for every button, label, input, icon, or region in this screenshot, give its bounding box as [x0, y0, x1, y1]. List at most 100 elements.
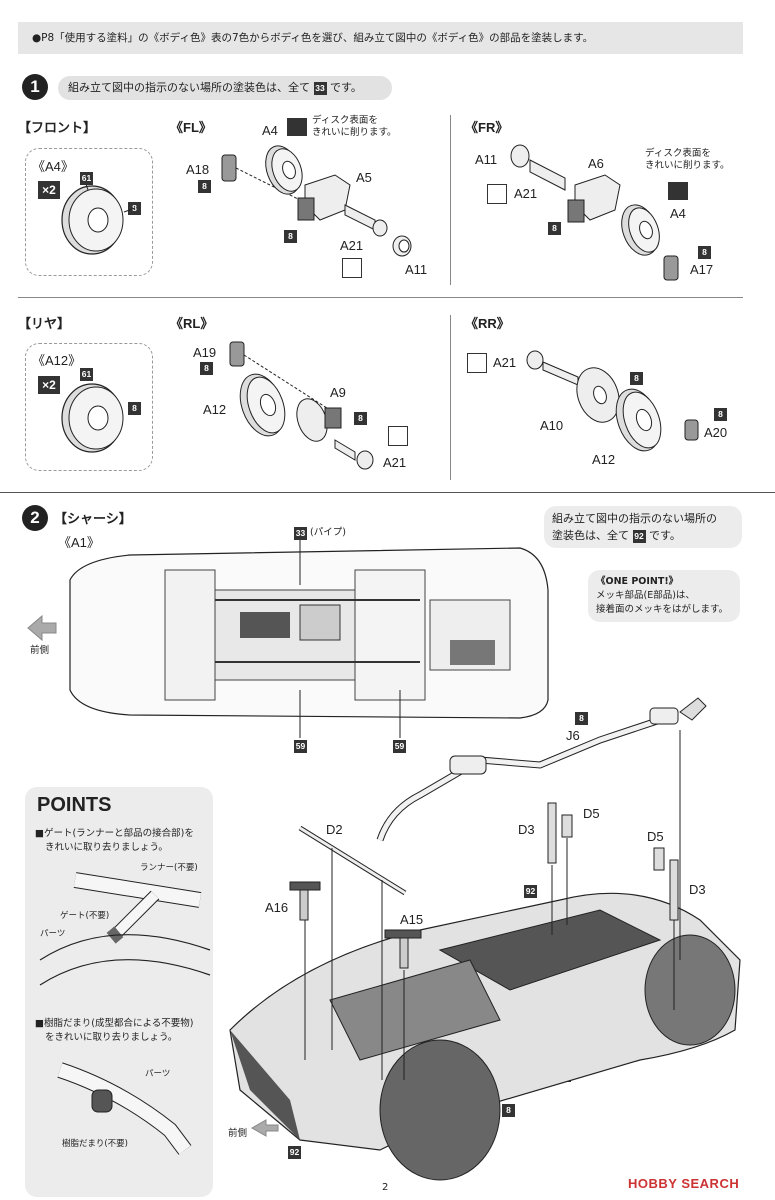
watermark: HOBBY SEARCH [628, 1176, 740, 1191]
step1-note-text: 組み立て図中の指示のない場所の塗装色は、全て [68, 81, 310, 94]
rr-a10-color: 8 [630, 372, 643, 385]
step2-note-line2: 塗装色は、全て [552, 529, 629, 542]
front-color-61: 61 [80, 172, 93, 185]
divider-fl-fr [450, 115, 451, 285]
divider-step [0, 492, 775, 493]
file-icon-fr [668, 182, 688, 200]
step2-note-code: 92 [632, 530, 646, 543]
rl-a21: A21 [383, 455, 407, 470]
fl-a5-color: 8 [284, 230, 297, 243]
glue-icon-fr [487, 184, 507, 204]
fr-a6: A6 [588, 156, 604, 171]
step2-note: 組み立て図中の指示のない場所の 塗装色は、全て 92 です。 [544, 506, 742, 548]
points-item1-line2: きれいに取り去りましょう。 [45, 842, 168, 853]
points-part2: パーツ [145, 1069, 171, 1079]
rr-title: 《RR》 [465, 316, 510, 331]
step1-note: 組み立て図中の指示のない場所の塗装色は、全て 33 です。 [58, 76, 392, 100]
one-point-title: 《ONE POINT!》 [596, 576, 679, 587]
d2-label: D2 [326, 822, 343, 837]
fl-title: 《FL》 [170, 120, 212, 135]
fl-a18-color: 8 [198, 180, 211, 193]
rear-color-8: 8 [128, 402, 141, 415]
code-8-bottom: 8 [502, 1104, 515, 1117]
d5-label-b: D5 [647, 829, 664, 844]
points-item1-line1: ■ゲート(ランナーと部品の接合部)を [35, 828, 194, 839]
rear-color-61: 61 [80, 368, 93, 381]
front-label: 【フロント】 [18, 120, 97, 135]
fl-disc-note: ディスク表面を きれいに削ります。 [312, 115, 397, 138]
points-gate: ゲート(不要) [60, 911, 110, 921]
rl-title: 《RL》 [170, 316, 214, 331]
one-point-line2: 接着面のメッキをはがします。 [596, 604, 729, 615]
pipe-label: (パイプ) [310, 527, 346, 538]
rl-a12: A12 [203, 402, 227, 417]
fr-title: 《FR》 [465, 120, 509, 135]
front-box-title: 《A4》 [32, 159, 74, 174]
fr-a21: A21 [514, 186, 538, 201]
front-dir-label-2: 前側 [228, 1128, 248, 1139]
fl-a4: A4 [262, 123, 278, 138]
rr-a12: A12 [592, 452, 616, 467]
points-item2-line2: をきれいに取り去りましょう。 [45, 1032, 178, 1043]
a15-label: A15 [400, 912, 424, 927]
front-multiplier: ×2 [38, 181, 60, 199]
a16-label: A16 [265, 900, 289, 915]
d3-label-b: D3 [689, 882, 706, 897]
rr-a21: A21 [493, 355, 517, 370]
divider-rl-rr [450, 315, 451, 480]
j6-label: J6 [566, 728, 580, 743]
one-point-line1: メッキ部品(E部品)は、 [596, 590, 695, 601]
points-box [25, 787, 213, 1197]
fl-a21: A21 [340, 238, 364, 253]
rr-a20-color: 8 [714, 408, 727, 421]
file-icon [287, 118, 307, 136]
d3-label-a: D3 [518, 822, 535, 837]
step2-title: 【シャーシ】 [54, 511, 132, 526]
fl-a11: A11 [405, 262, 428, 277]
points-runner: ランナー(不要) [140, 863, 198, 873]
points-item2-line1: ■樹脂だまり(成型都合による不要物) [35, 1018, 194, 1029]
fr-a17-color: 8 [698, 246, 711, 259]
fr-a4: A4 [670, 206, 686, 221]
points-resin: 樹脂だまり(不要) [62, 1139, 128, 1149]
code-59-a: 59 [294, 740, 307, 753]
rear-multiplier: ×2 [38, 376, 60, 394]
code-92-b: 92 [288, 1146, 301, 1159]
one-point-box: 《ONE POINT!》 メッキ部品(E部品)は、 接着面のメッキをはがします。 [588, 570, 740, 622]
rear-box-title: 《A12》 [32, 353, 82, 368]
glue-icon-rl [388, 426, 408, 446]
step2-note-line1: 組み立て図中の指示のない場所の [552, 512, 717, 525]
step1-note-suffix: です。 [330, 81, 362, 94]
top-note: ●P8「使用する塗料」の《ボディ色》表の7色からボディ色を選び、組み立て図中の《… [18, 22, 743, 54]
step2-number: 2 [22, 505, 48, 531]
glue-icon [342, 258, 362, 278]
divider-front-rear [18, 297, 743, 298]
d5-label-a: D5 [583, 806, 600, 821]
step1-note-code: 33 [313, 82, 327, 95]
pipe-code: 33 [294, 527, 307, 540]
fl-a18: A18 [186, 162, 210, 177]
code-59-b: 59 [393, 740, 406, 753]
fr-a11: A11 [475, 152, 498, 167]
rr-a10: A10 [540, 418, 564, 433]
fl-a5: A5 [356, 170, 372, 185]
front-dir-label: 前側 [30, 645, 50, 656]
a1-title: 《A1》 [58, 535, 100, 550]
step2-note-suffix: です。 [649, 529, 681, 542]
j6-color: 8 [575, 712, 588, 725]
rear-label: 【リヤ】 [18, 316, 71, 331]
page-number: 2 [382, 1182, 389, 1193]
fr-a17: A17 [690, 262, 714, 277]
rl-a9-color: 8 [354, 412, 367, 425]
